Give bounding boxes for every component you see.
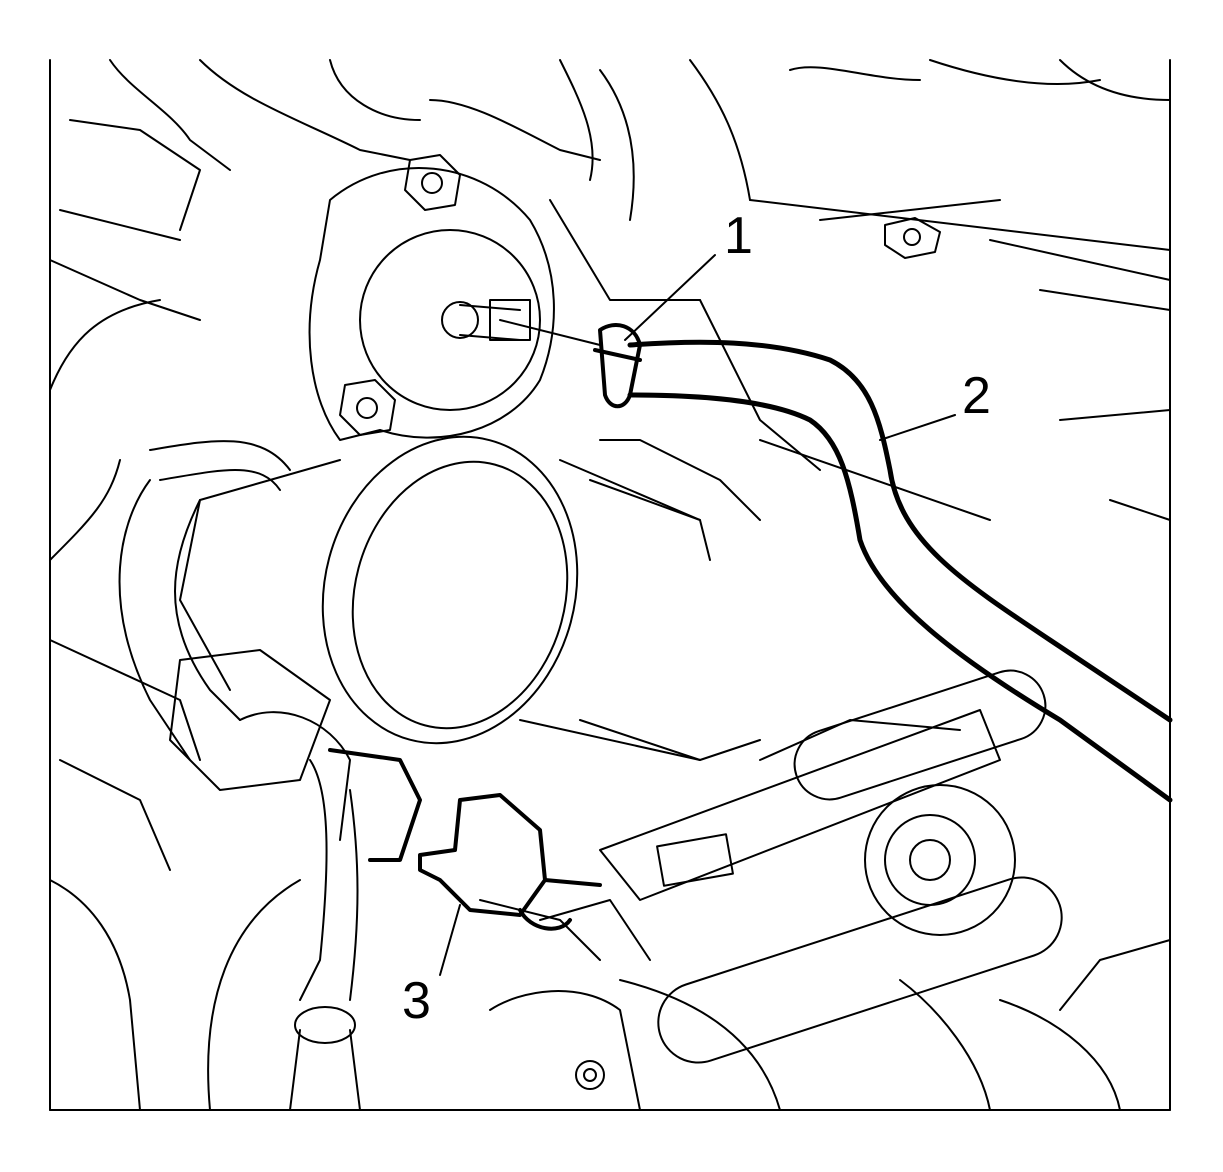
vacuum-hose (627, 339, 1173, 803)
vacuum-port (499, 319, 601, 346)
callout-2: 2 (962, 367, 991, 425)
intake-tube (179, 435, 701, 761)
callout-3: 3 (402, 972, 431, 1030)
throttle-body-flange (308, 166, 555, 441)
bolt-top (404, 154, 461, 211)
leader-lines (439, 254, 956, 976)
hose-clamp (593, 323, 642, 409)
bolt-bottom (339, 379, 396, 436)
callout-1: 1 (724, 207, 753, 265)
lower-bracket (489, 899, 651, 1111)
connector-block-left (169, 649, 361, 1111)
mounting-rail (599, 669, 1063, 1064)
electrical-connector (328, 748, 602, 931)
coolant-hose-left (118, 440, 291, 761)
engine-background (49, 59, 1171, 1111)
bolt-right (884, 217, 941, 259)
